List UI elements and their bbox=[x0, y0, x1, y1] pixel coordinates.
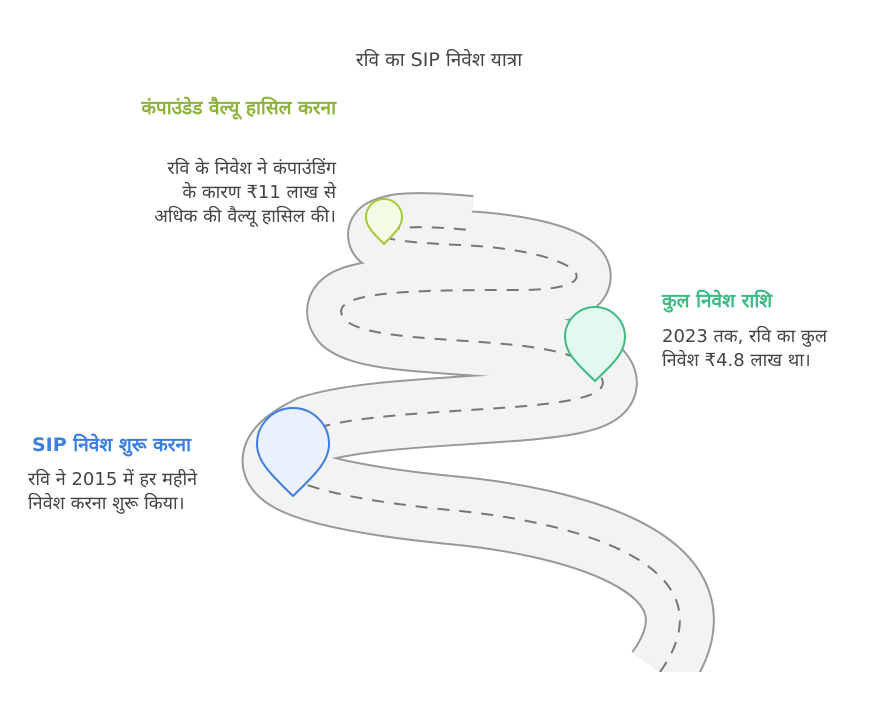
map-pin-icon bbox=[563, 306, 627, 383]
step-text-start: रवि ने 2015 में हर महीने निवेश करना शुरू… bbox=[28, 469, 198, 514]
step-text-compounded: रवि के निवेश ने कंपाउंडिंग के कारण ₹11 ल… bbox=[154, 158, 336, 227]
step-heading-total: कुल निवेश राशि bbox=[662, 290, 773, 312]
road-centerline bbox=[275, 226, 681, 673]
map-pin-icon bbox=[364, 198, 404, 246]
map-pin-icon bbox=[255, 407, 331, 498]
step-heading-compounded: कंपाउंडेड वैल्यू हासिल करना bbox=[141, 97, 336, 119]
road-surface bbox=[243, 194, 713, 692]
step-heading-start: SIP निवेश शुरू करना bbox=[32, 434, 191, 456]
step-text-total: 2023 तक, रवि का कुल निवेश ₹4.8 लाख था। bbox=[662, 326, 828, 371]
page-title: रवि का SIP निवेश यात्रा bbox=[355, 49, 523, 71]
